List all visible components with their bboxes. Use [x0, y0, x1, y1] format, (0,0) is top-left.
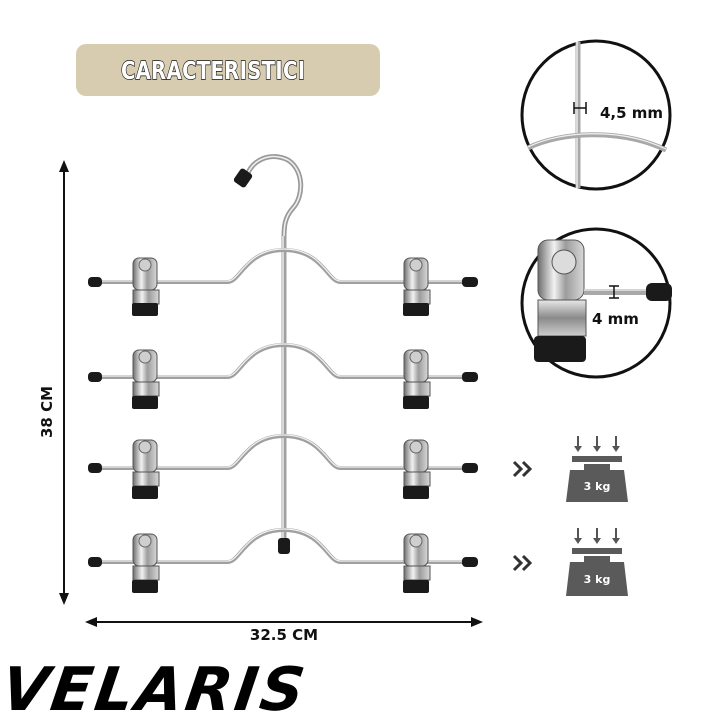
- hanger-tier-1: [88, 247, 478, 316]
- clip-right: [403, 257, 431, 316]
- brand-logo: VELARIS: [0, 655, 312, 725]
- detail-label-clip: 4 mm: [592, 310, 639, 328]
- center-rod: [278, 236, 290, 554]
- clip-right: [403, 349, 431, 409]
- clip-right: [403, 439, 431, 499]
- chevron-right-icon: [512, 554, 533, 572]
- clip-left: [132, 349, 160, 409]
- height-label: 38 CM: [38, 386, 56, 438]
- weight-icon: [566, 528, 628, 596]
- detail-clip-thickness: [520, 227, 672, 379]
- weight-icon: [566, 436, 628, 502]
- chevron-right-icon: [512, 460, 533, 478]
- detail-rod-thickness: [520, 39, 672, 191]
- hanger-tier-2: [88, 342, 478, 409]
- height-dimension: [59, 160, 69, 605]
- weight-label: 3 kg: [584, 480, 611, 493]
- hanger-tier-3: [88, 433, 478, 499]
- width-dimension: [85, 617, 483, 627]
- hanger-tier-4: [88, 527, 478, 593]
- detail-label-rod: 4,5 mm: [600, 104, 663, 122]
- title-banner: CARACTERISTICI: [76, 44, 380, 96]
- clip-right: [403, 533, 431, 593]
- clip-left: [132, 533, 160, 593]
- clip-left: [132, 257, 160, 316]
- hanger-hook: [233, 154, 304, 241]
- weight-label: 3 kg: [584, 573, 611, 586]
- page-title: CARACTERISTICI: [120, 55, 306, 85]
- clip-left: [132, 439, 160, 499]
- width-label: 32.5 CM: [250, 626, 318, 644]
